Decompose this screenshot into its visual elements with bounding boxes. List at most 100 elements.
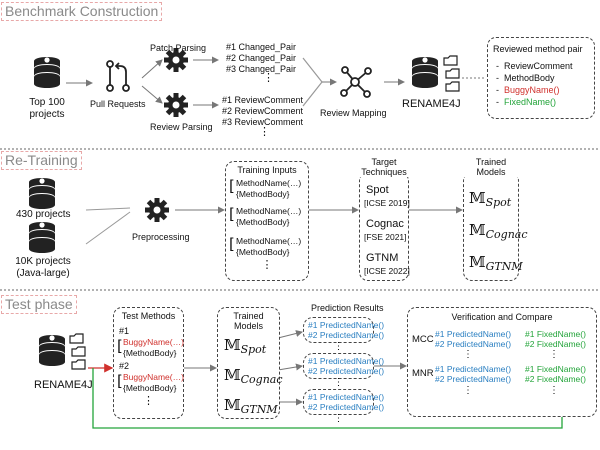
ellipsis: ⋮ [263, 72, 274, 84]
section-title-retraining: Re-Training [1, 151, 82, 170]
pair-item: - ReviewComment [496, 61, 573, 71]
section-title-test-phase: Test phase [1, 295, 77, 314]
training-inputs-box: Training Inputs [ MethodName(…) {MethodB… [225, 161, 309, 281]
technique-venue: [ICSE 2022] [364, 266, 410, 276]
folder-icon [71, 346, 86, 357]
model-spot: 𝕄Spot [469, 189, 512, 209]
model-gtnm: 𝕄GTNM [224, 396, 278, 416]
database-icon [412, 57, 438, 88]
training-inputs-title: Training Inputs [237, 165, 297, 175]
top-projects-label: Top 100 projects [29, 97, 65, 120]
prediction-group: #1 PredictedName() #2 PredictedName() [303, 317, 384, 343]
predicted-name: #1 PredictedName() [308, 392, 385, 402]
method-body: {MethodBody} [236, 247, 290, 257]
predicted-name: #1 PredictedName() [308, 356, 385, 366]
test-method-index: #1 [119, 326, 130, 336]
rename4j-label: RENAME4J [34, 379, 93, 391]
rename4j-label: RENAME4J [402, 98, 461, 110]
model-cognac: 𝕄Cognac [224, 366, 283, 386]
database-icon [34, 57, 60, 88]
folder-icon [69, 333, 84, 344]
test-methods-box: Test Methods #1 [ BuggyName(…) {MethodBo… [113, 307, 184, 419]
buggy-name: BuggyName(…) [123, 337, 184, 347]
predicted-name: #2 PredictedName() [308, 366, 385, 376]
technique-venue: [FSE 2021] [364, 232, 407, 242]
review-mapping-label: Review Mapping [320, 108, 387, 118]
folder-icon [445, 81, 460, 92]
method-name: MethodName(…) [236, 178, 302, 188]
prediction-results-title: Prediction Results [311, 303, 384, 313]
model-cognac: 𝕄Cognac [469, 221, 528, 241]
technique-name: GTNM [366, 252, 399, 264]
test-trained-models-box: Trained Models 𝕄Spot 𝕄Cognac 𝕄GTNM [217, 307, 283, 419]
mnr-label: MNR [412, 368, 434, 379]
method-name: MethodName(…) [236, 206, 302, 216]
predicted-name: #2 PredictedName() [308, 402, 385, 412]
predicted-name: #2 PredictedName() [435, 374, 512, 384]
gear-icon [164, 93, 188, 117]
pair-item: - FixedName() [496, 97, 557, 107]
ellipsis: ⋮ [549, 349, 559, 360]
technique-name: Cognac [366, 218, 404, 230]
trained-models-title: Trained Models [233, 311, 264, 331]
pair-item: - MethodBody [496, 73, 555, 83]
reviewed-pair-title: Reviewed method pair [493, 44, 583, 54]
database-icon [39, 335, 65, 366]
reviewed-method-pair-box: Reviewed method pair - ReviewComment - M… [487, 37, 595, 119]
test-methods-title: Test Methods [121, 311, 176, 321]
patch-parsing-label: Patch Parsing [150, 43, 207, 53]
section-title-benchmark: Benchmark Construction [1, 2, 163, 21]
changed-pair-2: #2 Changed_Pair [226, 53, 297, 63]
model-spot: 𝕄Spot [224, 336, 267, 356]
predicted-name: #2 PredictedName() [435, 339, 512, 349]
ellipsis: ⋮ [549, 385, 559, 396]
technique-name: Spot [366, 184, 389, 196]
method-body: {MethodBody} [236, 189, 290, 199]
review-comment-2: #2 ReviewComment [222, 106, 304, 116]
method-body: {MethodBody} [123, 383, 177, 393]
trained-models-title: Trained Models [464, 157, 518, 177]
prediction-group: #1 PredictedName() #2 PredictedName() [303, 353, 384, 379]
predicted-name: #1 PredictedName() [308, 320, 385, 330]
target-techniques-title: Target Techniques [354, 157, 414, 177]
projects-430-label: 430 projects [16, 209, 71, 220]
test-method-index: #2 [119, 361, 130, 371]
pull-request-icon [106, 60, 130, 92]
predicted-name: #1 PredictedName() [435, 364, 512, 374]
prediction-group: #1 PredictedName() #2 PredictedName() [303, 389, 384, 415]
folder-icon [445, 68, 460, 79]
verification-box: Verification and Compare MCC #1 Predicte… [407, 307, 597, 417]
fixed-name: #1 FixedName() [525, 364, 586, 374]
ellipsis: ⋮ [333, 413, 344, 424]
mcc-label: MCC [412, 334, 434, 345]
gear-icon [145, 198, 169, 222]
preprocessing-label: Preprocessing [132, 232, 190, 242]
projects-10k-label: 10K projects (Java-large) [15, 256, 71, 279]
fixed-name: #1 FixedName() [525, 329, 586, 339]
fixed-name: #2 FixedName() [525, 374, 586, 384]
method-body: {MethodBody} [123, 348, 177, 358]
ellipsis: ⋮ [333, 341, 344, 352]
target-techniques-box: Target Techniques Spot [ICSE 2019] Cogna… [354, 157, 414, 281]
ellipsis: ⋮ [261, 259, 273, 271]
method-body: {MethodBody} [236, 217, 290, 227]
ellipsis: ⋮ [259, 126, 270, 138]
review-parsing-label: Review Parsing [150, 122, 213, 132]
ellipsis: ⋮ [333, 377, 344, 388]
fixed-name: #2 FixedName() [525, 339, 586, 349]
pull-requests-label: Pull Requests [90, 99, 146, 109]
database-icon [29, 178, 55, 209]
pair-item: - BuggyName() [496, 85, 560, 95]
ellipsis: ⋮ [463, 349, 473, 360]
method-name: MethodName(…) [236, 236, 302, 246]
folder-icon [71, 359, 86, 370]
ellipsis: ⋮ [143, 395, 154, 407]
network-icon [340, 66, 372, 98]
trained-models-box: Trained Models 𝕄Spot 𝕄Cognac 𝕄GTNM [463, 157, 528, 281]
model-gtnm: 𝕄GTNM [469, 253, 523, 273]
folder-icon [443, 55, 458, 66]
verification-title: Verification and Compare [451, 312, 553, 322]
predicted-name: #1 PredictedName() [435, 329, 512, 339]
technique-venue: [ICSE 2019] [364, 198, 410, 208]
changed-pair-1: #1 Changed_Pair [226, 42, 297, 52]
